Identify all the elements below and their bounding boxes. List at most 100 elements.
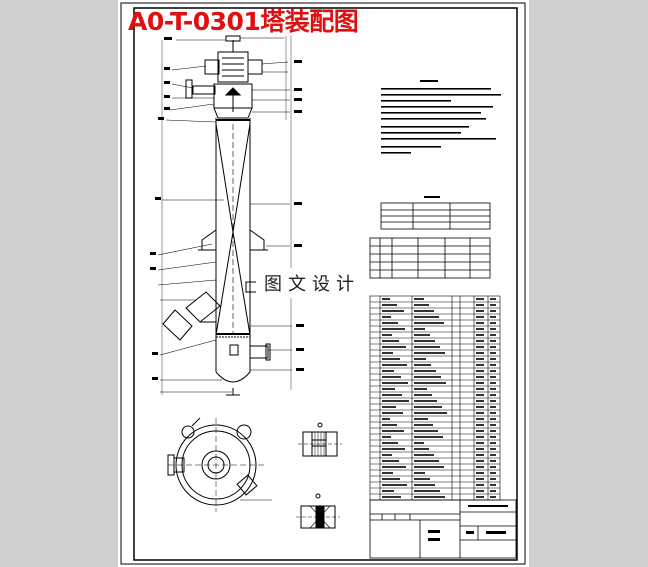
parts-list-cell-mark <box>382 316 391 318</box>
parts-list-cell-mark <box>414 466 444 468</box>
parts-list-cell-mark <box>414 340 435 342</box>
parts-list-cell-mark <box>476 334 484 336</box>
parts-list-cell-mark <box>476 448 484 450</box>
parts-list-cell-mark <box>414 472 425 474</box>
parts-list-cell-mark <box>476 430 484 432</box>
parts-list-cell-mark <box>382 364 407 366</box>
parts-list-cell-mark <box>414 406 442 408</box>
parts-list-cell-mark <box>382 484 407 486</box>
parts-list-cell-mark <box>490 298 496 300</box>
parts-list-cell-mark <box>414 448 429 450</box>
parts-list-cell-mark <box>476 466 484 468</box>
parts-list-cell-mark <box>414 310 434 312</box>
parts-list-cell-mark <box>414 496 445 498</box>
parts-list-cell-mark <box>490 346 496 348</box>
plan-view <box>167 417 272 512</box>
parts-list-cell-mark <box>382 466 406 468</box>
parts-list-cell-mark <box>382 430 404 432</box>
parts-list-cell-mark <box>490 304 496 306</box>
parts-list-cell-mark <box>382 304 397 306</box>
parts-list-cell-mark <box>414 298 424 300</box>
parts-list-cell-mark <box>382 406 396 408</box>
parts-list-cell-mark <box>382 442 398 444</box>
parts-list-cell-mark <box>476 352 484 354</box>
parts-list-cell-mark <box>490 364 496 366</box>
parts-list-cell-mark <box>414 328 425 330</box>
parts-list-cell-mark <box>476 370 484 372</box>
parts-list-cell-mark <box>382 496 401 498</box>
tower-column <box>162 35 271 396</box>
parts-list-cell-mark <box>414 484 435 486</box>
parts-list-cell-mark <box>476 328 484 330</box>
parts-list-cell-mark <box>490 466 496 468</box>
parts-list-cell-mark <box>382 460 399 462</box>
parts-list-cell-mark <box>490 484 496 486</box>
parts-list-cell-mark <box>382 346 406 348</box>
parts-list-cell-mark <box>476 472 484 474</box>
parts-list-cell-mark <box>490 352 496 354</box>
parts-list-cell-mark <box>490 334 496 336</box>
parts-list-cell-mark <box>490 376 496 378</box>
detail-view-b <box>296 493 340 529</box>
parts-list-cell-mark <box>490 424 496 426</box>
parts-list-cell-mark <box>414 436 443 438</box>
parts-list-cell-mark <box>476 316 484 318</box>
parts-list-cell-mark <box>490 322 496 324</box>
parts-list-cell-mark <box>490 316 496 318</box>
parts-list-cell-mark <box>382 424 397 426</box>
parts-list-cell-mark <box>414 394 432 396</box>
title-block <box>369 499 517 559</box>
parts-list-cell-mark <box>414 412 447 414</box>
parts-list-cell-mark <box>490 370 496 372</box>
parts-list-cell-mark <box>490 454 496 456</box>
parts-list-cell-mark <box>382 472 393 474</box>
parts-list-cell-mark <box>476 490 484 492</box>
parts-list-cell-mark <box>382 298 390 300</box>
parts-list-cell-mark <box>382 382 408 384</box>
parts-list-cell-mark <box>414 322 444 324</box>
parts-list-cell-mark <box>414 358 426 360</box>
watermark-text: 图文设计 <box>256 268 368 298</box>
parts-list-cell-mark <box>490 448 496 450</box>
sheet-border <box>120 2 526 565</box>
parts-list-cell-mark <box>382 334 392 336</box>
parts-list-cell-mark <box>476 346 484 348</box>
parts-list-cell-mark <box>490 430 496 432</box>
parts-list-cell-mark <box>382 388 395 390</box>
parts-list-cell-mark <box>476 442 484 444</box>
parts-list-cell-mark <box>476 394 484 396</box>
parts-list-cell-mark <box>490 358 496 360</box>
nozzle-table <box>369 237 491 279</box>
parts-list-cell-mark <box>476 298 484 300</box>
parts-list-cell-mark <box>476 400 484 402</box>
parts-list-cell-mark <box>414 418 428 420</box>
parts-list-cell-mark <box>490 490 496 492</box>
parts-list-cell-mark <box>476 340 484 342</box>
parts-list-cell-mark <box>476 322 484 324</box>
parts-list-cell-mark <box>382 436 391 438</box>
parts-list-cell-mark <box>382 412 403 414</box>
parts-list-cell-mark <box>382 376 401 378</box>
parts-list-cell-mark <box>414 364 431 366</box>
parts-list-cell-mark <box>382 352 393 354</box>
parts-list-cell-mark <box>490 496 496 498</box>
parts-list-cell-mark <box>476 484 484 486</box>
drawing-title: A0-T-0301塔装配图 <box>128 7 359 36</box>
parts-list-cell-mark <box>490 340 496 342</box>
parts-list-cell-mark <box>382 418 390 420</box>
parts-list-cell-mark <box>414 442 424 444</box>
parts-list-cell-mark <box>476 358 484 360</box>
parts-list-cell-mark <box>414 454 434 456</box>
leader-lines-right <box>240 36 292 390</box>
parts-list-cell-mark <box>476 478 484 480</box>
parts-list-cell-mark <box>414 478 430 480</box>
parts-list-cell-mark <box>490 388 496 390</box>
parts-list-cell-mark <box>414 334 430 336</box>
parts-list-cell-mark <box>490 310 496 312</box>
parts-list-cell-mark <box>490 406 496 408</box>
parts-list-cell-mark <box>490 436 496 438</box>
parts-list-cell-mark <box>490 460 496 462</box>
parts-list-cell-mark <box>476 382 484 384</box>
